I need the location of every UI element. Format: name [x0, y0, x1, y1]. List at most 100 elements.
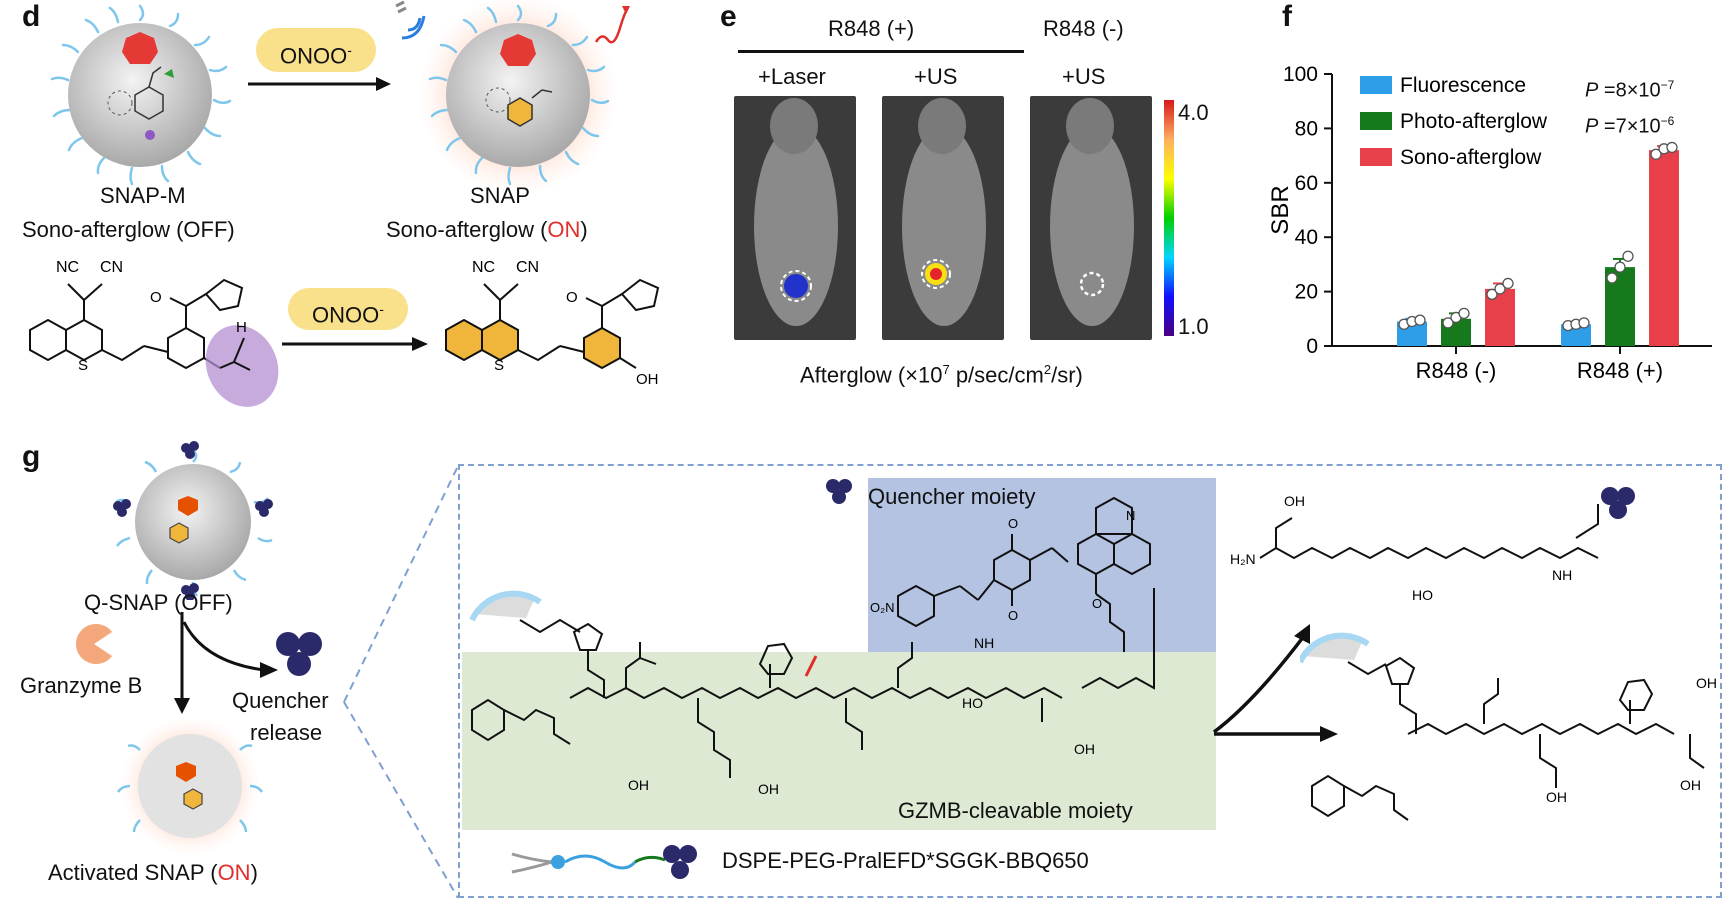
snap-state-on: ON	[547, 217, 581, 242]
activation-arrows	[174, 612, 278, 714]
released-quencher-peptide: H₂N OH HO NH	[1230, 487, 1635, 603]
y-tick-label: 40	[1295, 226, 1318, 249]
no2-label: O₂N	[870, 600, 895, 615]
snap-state: Sono-afterglow (ON)	[386, 217, 588, 243]
data-point	[1622, 250, 1634, 262]
activated-suffix: )	[250, 860, 258, 885]
p2-exponent: −6	[1660, 114, 1675, 128]
data-point	[1414, 314, 1426, 326]
cleaved-product-structure: OH OH OH	[1300, 632, 1717, 821]
reaction-arrow-chem	[282, 337, 428, 351]
mouse-image-laser	[734, 96, 856, 340]
probe-structure-product: NC CN S O OH	[445, 259, 660, 388]
quencher-release-line1: Quencher	[232, 688, 329, 713]
q-snap-state: OFF	[181, 590, 226, 615]
x-tick-label: R848 (+)	[1577, 358, 1663, 383]
quencher-structure: O₂N O O O N	[870, 496, 1151, 652]
data-point	[1606, 272, 1618, 284]
chem-h-label: H	[236, 319, 247, 336]
probe-schematic-icon	[511, 845, 697, 879]
quencher-o-label-3: O	[1092, 596, 1102, 611]
product-s-label: S	[494, 357, 504, 374]
peptide-structure: NH HO OH OH OH	[469, 588, 1155, 797]
reagent-label: ONOO	[280, 43, 348, 69]
data-point	[1486, 288, 1498, 300]
p-value-1: P =8×10−7	[1585, 78, 1674, 103]
product-cn-label: CN	[516, 259, 539, 276]
snap-state-suffix: )	[580, 217, 588, 242]
y-tick-label: 80	[1295, 117, 1318, 140]
color-scale-bar	[1164, 100, 1174, 336]
chem-reagent-charge: -	[379, 301, 384, 317]
activated-snap-label: Activated SNAP (ON)	[48, 860, 258, 886]
product-oh-label: OH	[636, 371, 659, 388]
chem-nc-label: NC	[56, 259, 79, 276]
cleaved-oh-label-2: OH	[1680, 777, 1701, 793]
q-snap-nanoparticle	[113, 441, 273, 600]
quencher-icon	[276, 632, 322, 676]
quencher-n-label: N	[1126, 508, 1135, 523]
y-axis-label: SBR	[1267, 185, 1294, 234]
chem-s-label: S	[78, 357, 88, 374]
cleaved-oh-label-3: OH	[1696, 675, 1717, 691]
y-tick-label: 100	[1283, 63, 1318, 86]
quencher-legend-icon	[826, 479, 852, 504]
peptide-oh-label-2: OH	[628, 777, 649, 793]
panel-letter-g: g	[22, 440, 41, 473]
probe-name: DSPE-PEG-PralEFD*SGGK-BBQ650	[722, 848, 1089, 873]
product-o-label: O	[566, 289, 578, 306]
released-oh-label: OH	[1284, 493, 1305, 509]
quencher-moiety-box	[868, 478, 1216, 652]
product-arrows	[1212, 624, 1338, 742]
released-h2n-label: H₂N	[1230, 551, 1256, 567]
scale-min: 1.0	[1178, 314, 1209, 339]
caption-mid: p/sec/cm	[949, 362, 1044, 388]
peptide-nh-label: NH	[974, 635, 994, 651]
ultrasound-wave-icon	[395, 0, 426, 40]
mouse-image-us-neg	[1030, 96, 1152, 340]
y-tick-label: 0	[1306, 335, 1318, 358]
y-tick-label: 20	[1295, 281, 1318, 304]
reagent-pill: ONOO-	[256, 28, 376, 72]
legend-swatch	[1360, 112, 1392, 130]
reagent-charge: -	[347, 42, 352, 58]
caption-suffix: /sr)	[1051, 362, 1083, 388]
panel-letter-f: f	[1282, 0, 1292, 33]
p2-value: =7×10	[1598, 115, 1661, 138]
caption-exp2: 2	[1043, 362, 1052, 377]
p1-value: =8×10	[1598, 79, 1661, 102]
zoom-lines	[343, 465, 459, 899]
legend-label: Fluorescence	[1400, 74, 1526, 97]
group-r848-pos: R848 (+)	[828, 16, 915, 41]
data-point	[1458, 307, 1470, 320]
mouse-image-us-pos	[882, 96, 1004, 340]
peptide-oh-label: OH	[1074, 741, 1095, 757]
chem-o-label: O	[150, 289, 162, 306]
structure-detail-box	[458, 464, 1722, 898]
legend-label: Photo-afterglow	[1400, 110, 1548, 133]
data-point	[1614, 261, 1626, 273]
data-point	[1578, 317, 1590, 329]
cleavable-moiety-box	[462, 652, 1216, 830]
data-point	[1442, 317, 1454, 329]
p-value-2: P =7×10−6	[1585, 114, 1674, 139]
p1-exponent: −7	[1660, 78, 1675, 92]
released-ho-label: HO	[1412, 587, 1433, 603]
emission-icon	[594, 6, 630, 44]
panel-letter-e: e	[720, 0, 737, 33]
legend-swatch	[1360, 76, 1392, 94]
data-point	[1650, 148, 1662, 160]
peptide-oh-label-3: OH	[758, 781, 779, 797]
quencher-o-label-1: O	[1008, 516, 1018, 531]
afterglow-caption: Afterglow (×107 p/sec/cm2/sr)	[800, 362, 1083, 388]
group-divider	[738, 50, 1024, 53]
granzyme-icon	[76, 624, 112, 664]
panel-letter-d: d	[22, 0, 41, 33]
released-nh-label: NH	[1552, 567, 1572, 583]
caption-prefix: Afterglow (×10	[800, 362, 943, 388]
snap-nanoparticle	[420, 0, 616, 190]
scale-max: 4.0	[1178, 100, 1209, 125]
p1-letter: P	[1585, 79, 1599, 102]
reaction-arrow-top	[248, 77, 391, 91]
peptide-ho-label: HO	[962, 695, 983, 711]
